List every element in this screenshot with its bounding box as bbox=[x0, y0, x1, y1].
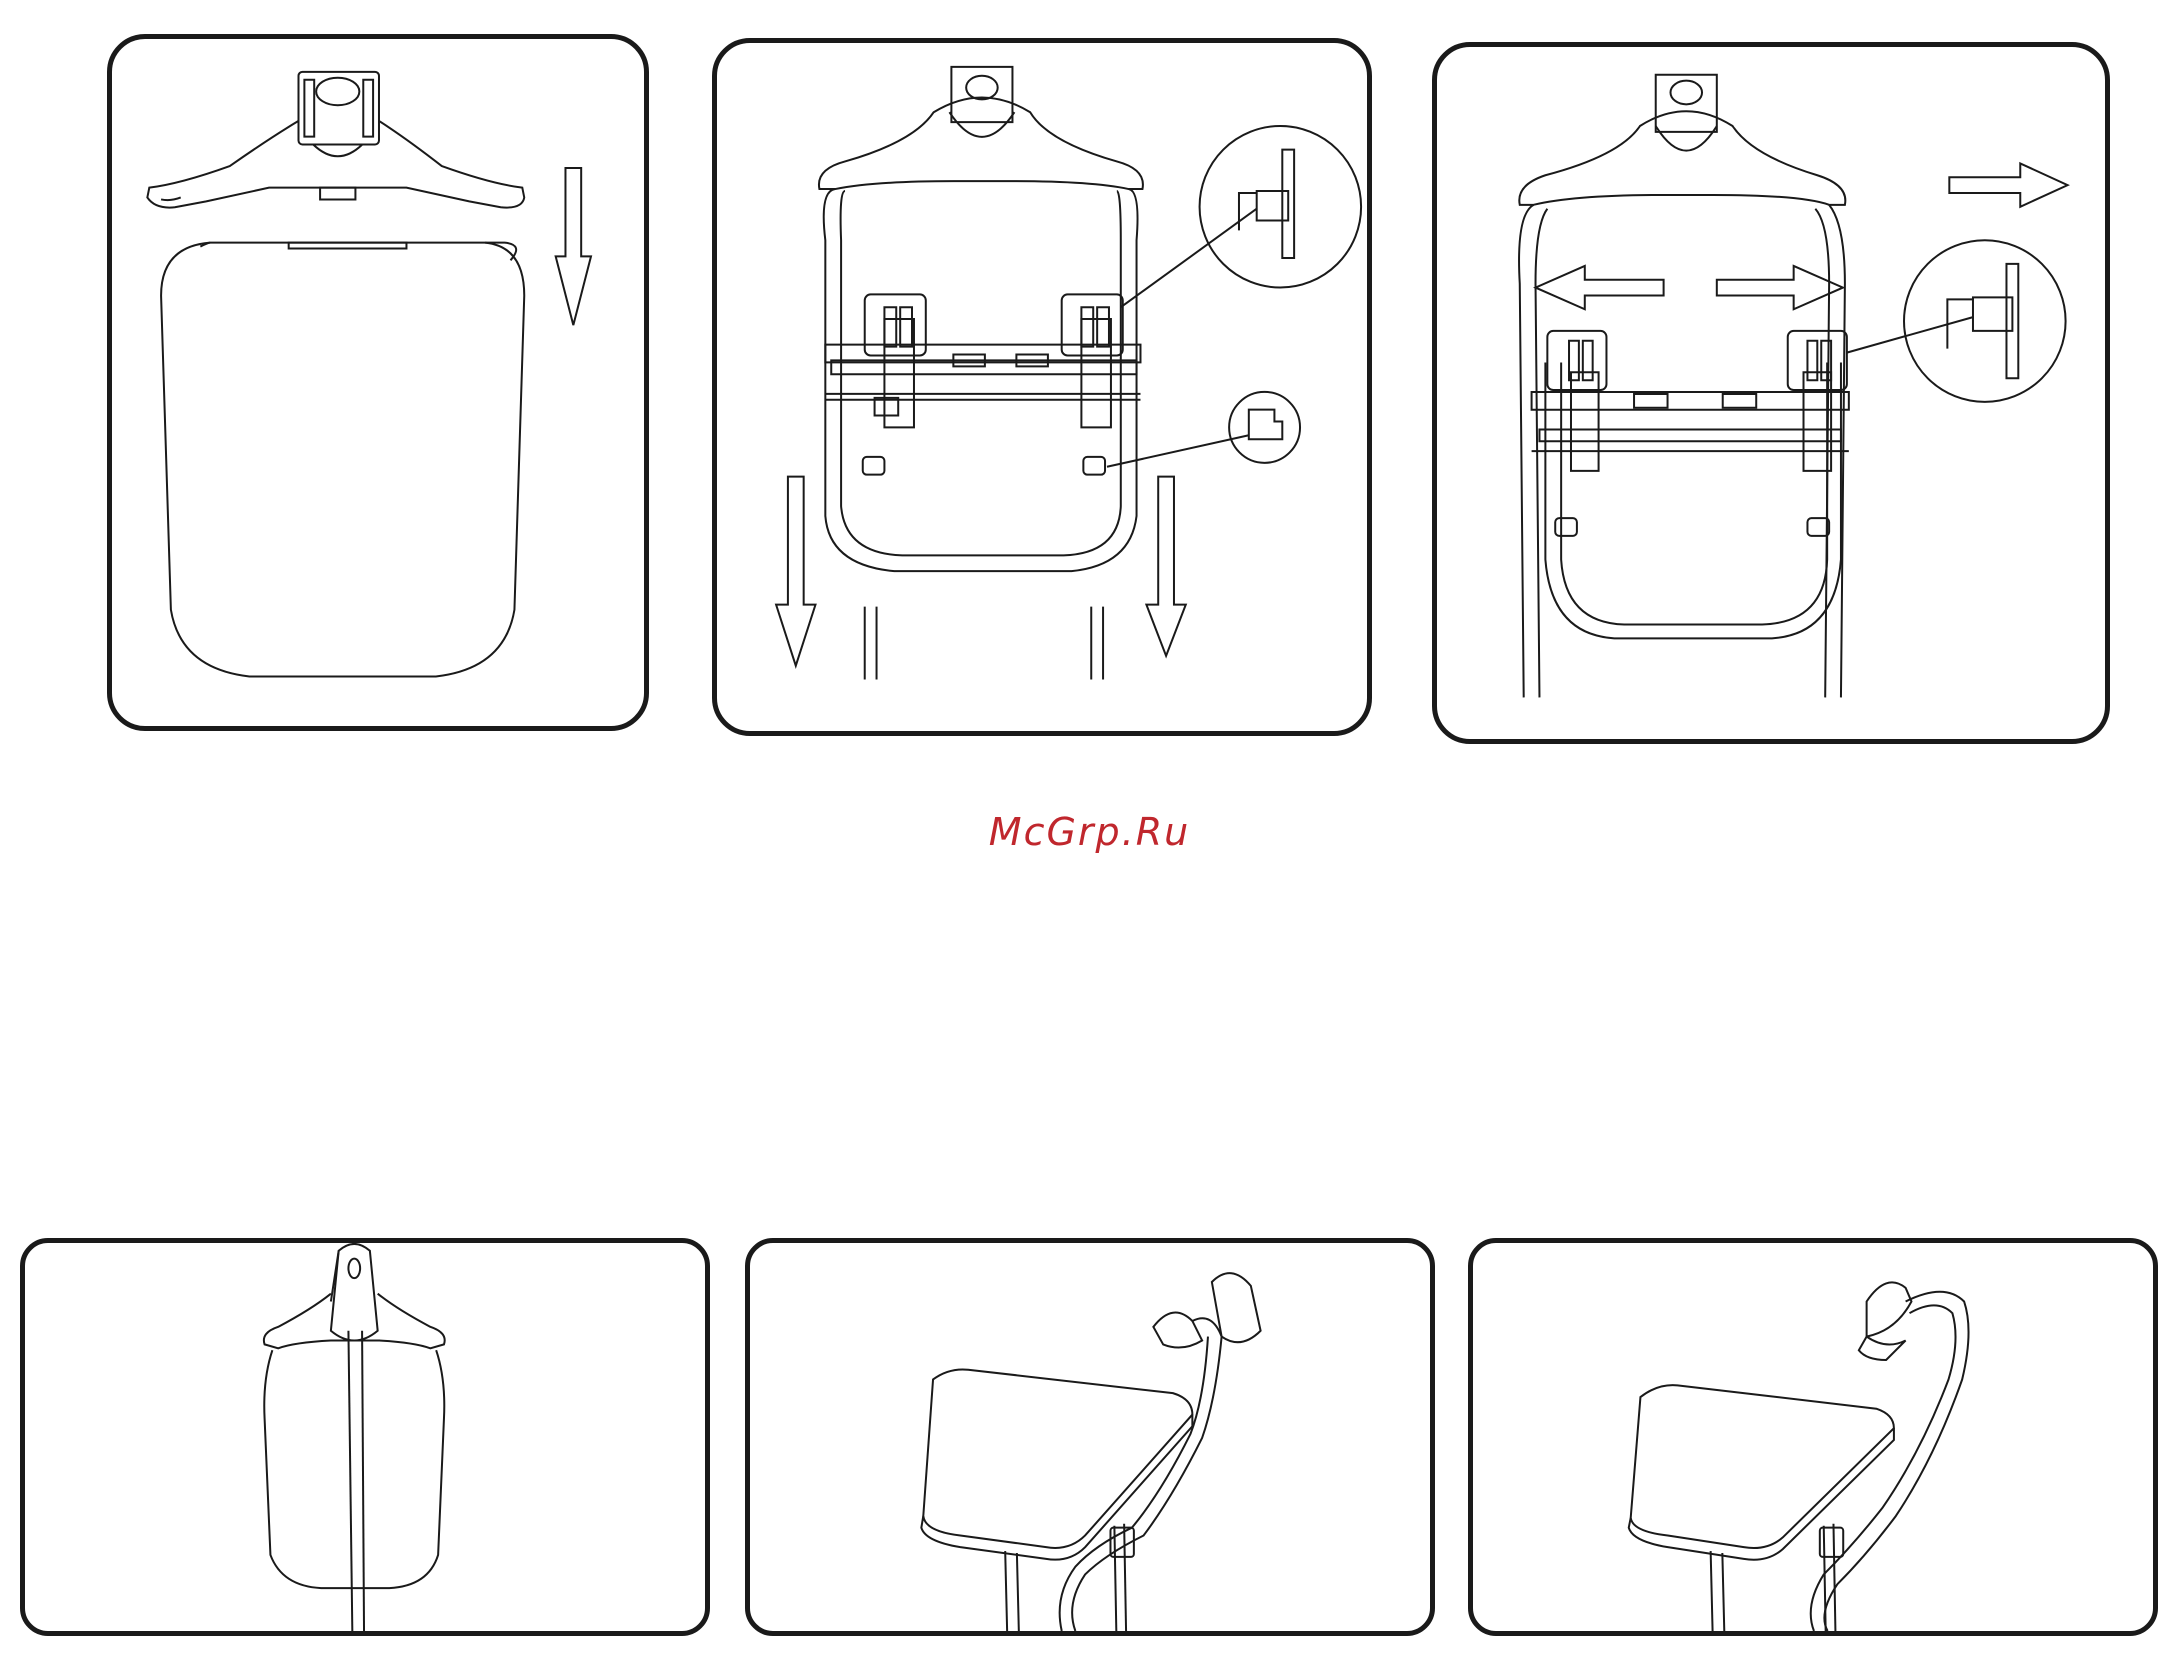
arrow-left-icon bbox=[1536, 266, 1664, 309]
arrow-down-left-icon bbox=[776, 477, 815, 666]
board-on-pole-drawing bbox=[25, 1243, 705, 1631]
panel-step-5 bbox=[745, 1238, 1435, 1636]
board-folded-view-2-drawing bbox=[1473, 1243, 2153, 1631]
panel-step-1 bbox=[107, 34, 649, 731]
hanger-board-drawing bbox=[112, 39, 644, 726]
panel-step-6 bbox=[1468, 1238, 2158, 1636]
panel-step-4 bbox=[20, 1238, 710, 1636]
board-folded-view-1-drawing bbox=[750, 1243, 1430, 1631]
clip-spread-drawing bbox=[1437, 47, 2105, 739]
arrow-down-icon bbox=[556, 168, 591, 325]
watermark-text: McGrp.Ru bbox=[0, 810, 2179, 854]
arrow-right-icon bbox=[1717, 266, 1843, 309]
panel-step-3 bbox=[1432, 42, 2110, 744]
frame-slide-drawing bbox=[717, 43, 1367, 731]
panel-step-2 bbox=[712, 38, 1372, 736]
arrow-right-top-icon bbox=[1949, 163, 2067, 206]
arrow-down-right-icon bbox=[1146, 477, 1185, 656]
